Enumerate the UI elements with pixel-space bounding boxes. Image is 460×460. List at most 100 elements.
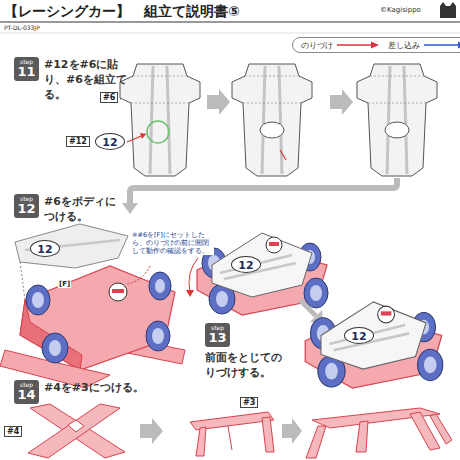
- body-figure: [20, 266, 175, 370]
- number-badge: 12: [95, 133, 125, 150]
- open-close-arrow: [186, 258, 198, 297]
- legend-item: 差し込み: [388, 40, 460, 51]
- legend-box: のりづけ 差し込み: [292, 37, 460, 53]
- part-figure: [147, 121, 169, 143]
- step-number: 13: [208, 331, 227, 345]
- part-name: #12: [66, 136, 90, 147]
- part-name: #3: [240, 397, 258, 408]
- legend-arrow: [336, 41, 380, 49]
- step-number: 14: [17, 388, 36, 402]
- step-number: 11: [17, 65, 36, 79]
- part-figure: [127, 134, 146, 142]
- body-figure: [109, 283, 127, 301]
- flow-arrow: [330, 89, 353, 115]
- body-figure: [146, 321, 170, 351]
- part-figure: [120, 99, 121, 100]
- part-figure: [356, 421, 368, 452]
- part-figure: [120, 64, 200, 176]
- body-figure: [32, 292, 44, 308]
- flow-arrow: [140, 418, 163, 444]
- part-figure: [357, 64, 437, 176]
- body-figure: [126, 266, 150, 284]
- flow-arrow: [207, 89, 353, 115]
- body-figure: [42, 333, 68, 363]
- part-figure: [120, 64, 200, 176]
- body-figure: [149, 272, 171, 300]
- body-figure: [152, 328, 164, 344]
- legend-item: のりづけ: [301, 40, 380, 51]
- body-figure: [26, 285, 50, 315]
- part-figure: [306, 408, 452, 458]
- car-figure: [197, 233, 328, 315]
- open-close-arrow: [189, 258, 198, 292]
- part-figure: [306, 426, 326, 458]
- part-figure: [262, 417, 274, 452]
- step-instruction: #12を#6に貼り、#6を組立てる。: [44, 57, 136, 102]
- note: ※#6を[F]にセットしたら、のりづけの前に開閉して動作の確認をする。: [132, 231, 214, 255]
- step-badge: step14#4を#3につける。: [14, 380, 39, 404]
- legend-arrow-line: [337, 44, 372, 46]
- flow-arrow: [122, 178, 397, 214]
- step-word: step: [208, 324, 227, 331]
- step-word: step: [17, 58, 36, 65]
- part-figure: [232, 64, 312, 176]
- flow-arrow: [300, 300, 316, 316]
- step-number: 12: [17, 202, 36, 216]
- step-badge: step13前面をとじてのりづけする。: [205, 323, 230, 347]
- header-rule: [0, 22, 460, 33]
- header-rule: [0, 22, 460, 23]
- step-instruction: #6をボディにつける。: [44, 194, 126, 224]
- step-badge: step11#12を#6に貼り、#6を組立てる。: [14, 57, 39, 81]
- legend-text: のりづけ: [301, 40, 333, 51]
- number-badge: 12: [30, 240, 60, 257]
- part-figure: [385, 122, 409, 138]
- part-figure: [28, 404, 125, 458]
- part-figure: [190, 412, 274, 456]
- legend-arrow-head: [371, 42, 379, 49]
- part-figure: [196, 427, 206, 456]
- car-figure: [305, 302, 443, 388]
- flow-arrow: [282, 418, 302, 444]
- flow-arrow: [122, 203, 138, 214]
- body-figure: [20, 262, 25, 300]
- open-close-arrow: [186, 290, 194, 297]
- part-figure: [357, 64, 437, 176]
- step-badge: step12#6をボディにつける。: [14, 194, 39, 218]
- page-title: 【レーシングカー】 組立て説明書⑤: [4, 3, 240, 21]
- part-figure: [68, 420, 84, 432]
- part-name: #6: [100, 92, 118, 103]
- number-badge: 12: [231, 256, 261, 273]
- cat-logo: [440, 2, 456, 18]
- body-figure: [49, 340, 61, 356]
- step-word: step: [17, 381, 36, 388]
- step-instruction: #4を#3につける。: [44, 380, 144, 395]
- legend-arrow: [423, 41, 460, 49]
- number-badge: 12: [344, 327, 374, 344]
- step-word: step: [17, 195, 36, 202]
- part-mark: [F]: [58, 280, 71, 288]
- legend-arrow-head: [458, 42, 460, 49]
- part-figure: [280, 150, 286, 160]
- document-code: PT-DL-033JP: [4, 24, 40, 31]
- car-figure: [197, 233, 328, 315]
- step-instruction: 前面をとじてのりづけする。: [205, 350, 283, 380]
- car-figure: [305, 302, 443, 388]
- part-figure: [430, 414, 452, 444]
- legend-arrow-line: [424, 44, 459, 46]
- cat-logo: [440, 2, 456, 18]
- body-figure: [155, 279, 165, 293]
- part-figure: [140, 133, 146, 139]
- flow-arrow: [130, 178, 397, 204]
- legend-text: 差し込み: [388, 40, 420, 51]
- part-figure: [228, 426, 232, 450]
- body-figure: [15, 224, 128, 268]
- part-name: #4: [4, 426, 22, 437]
- part-figure: [260, 122, 284, 138]
- part-figure: [232, 64, 312, 176]
- flow-arrow: [207, 89, 230, 115]
- body-figure: [112, 289, 124, 293]
- copyright: ©Kagisippo: [380, 6, 421, 14]
- part-figure: [28, 404, 120, 458]
- header-rule: [0, 33, 460, 34]
